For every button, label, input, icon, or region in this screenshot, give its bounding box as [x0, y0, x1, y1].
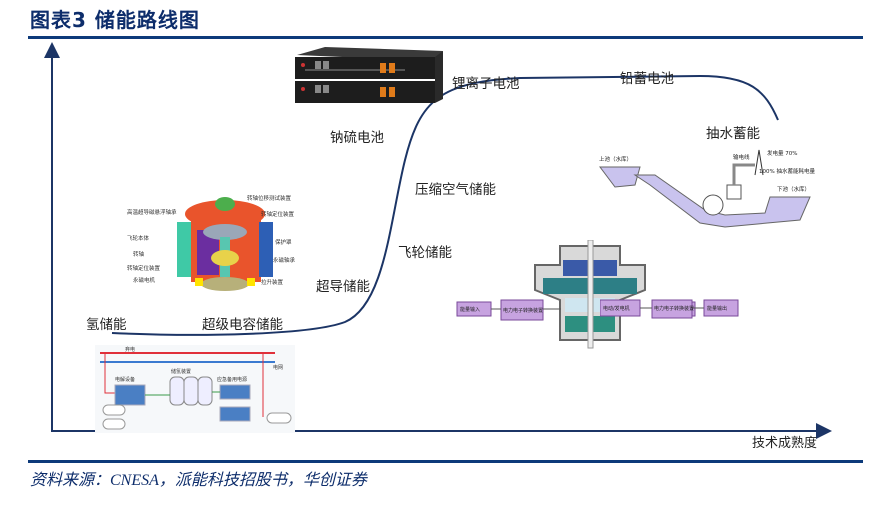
- svg-text:转轴定位装置: 转轴定位装置: [261, 210, 295, 218]
- svg-text:转轴: 转轴: [133, 250, 145, 258]
- svg-text:输电线: 输电线: [733, 153, 750, 161]
- svg-text:电网: 电网: [273, 364, 283, 371]
- svg-text:保护罩: 保护罩: [275, 238, 292, 246]
- svg-text:上池（水库）: 上池（水库）: [599, 155, 632, 163]
- source-note: 资料来源：CNESA，派能科技招股书，华创证券: [30, 472, 367, 489]
- label-superconducting: 超导储能: [316, 279, 370, 295]
- label-sodium-sulfur: 钠硫电池: [330, 130, 384, 146]
- label-flywheel: 飞轮储能: [398, 245, 452, 261]
- svg-text:电力电子转换装置: 电力电子转换装置: [503, 307, 543, 314]
- svg-text:高温超导磁悬浮轴承: 高温超导磁悬浮轴承: [127, 208, 177, 216]
- battery-pack-image: [295, 47, 443, 103]
- svg-text:永磁轴承: 永磁轴承: [273, 256, 296, 264]
- figure-title: 图表3 储能路线图: [30, 8, 200, 32]
- label-lead-acid: 铅蓄电池: [620, 71, 674, 87]
- maturity-curve: [111, 74, 779, 336]
- svg-text:电动/发电机: 电动/发电机: [603, 305, 630, 312]
- label-supercapacitor: 超级电容储能: [202, 317, 283, 333]
- title-divider: [28, 36, 863, 39]
- svg-text:电解设备: 电解设备: [115, 376, 135, 383]
- flywheel-system-image: 能量输入 电力电子转换装置: [456, 240, 696, 349]
- label-hydrogen: 氢储能: [86, 317, 127, 333]
- label-lithium-ion: 锂离子电池: [452, 76, 520, 92]
- hydrogen-storage-image: 弃电 电网 电解设备 储氢装置 应急备用电源: [95, 345, 295, 433]
- svg-text:能量输入: 能量输入: [460, 306, 480, 313]
- svg-text:转轴定位装置: 转轴定位装置: [127, 264, 161, 272]
- svg-text:永磁电机: 永磁电机: [133, 276, 156, 284]
- source-divider: [28, 460, 863, 463]
- flywheel-cutaway-image: 转轴位移测试装置 高温超导磁悬浮轴承 转轴定位装置 飞轮本体 保护罩 转轴 永磁…: [127, 194, 296, 291]
- svg-text:应急备用电源: 应急备用电源: [217, 376, 247, 383]
- svg-text:转轴位移测试装置: 转轴位移测试装置: [247, 194, 292, 202]
- svg-text:电力电子转换装置: 电力电子转换装置: [654, 305, 694, 312]
- label-pumped-hydro: 抽水蓄能: [706, 126, 760, 142]
- pumped-hydro-image: 上池（水库） 下池（水库） 输电线 发电量 70% 100% 抽水蓄能耗电量: [599, 149, 815, 228]
- x-axis-label: 技术成熟度: [752, 436, 818, 451]
- svg-text:拉升装置: 拉升装置: [261, 278, 284, 286]
- label-compressed-air: 压缩空气储能: [415, 182, 496, 198]
- svg-text:能量输出: 能量输出: [707, 305, 727, 312]
- svg-text:发电量 70%: 发电量 70%: [767, 149, 797, 157]
- svg-text:飞轮本体: 飞轮本体: [127, 234, 150, 242]
- svg-text:下池（水库）: 下池（水库）: [777, 185, 810, 193]
- svg-text:弃电: 弃电: [125, 346, 135, 353]
- flywheel-output-chain: 电动/发电机 电力电子转换装置 能量输出: [600, 299, 739, 319]
- svg-text:100% 抽水蓄能耗电量: 100% 抽水蓄能耗电量: [759, 167, 815, 175]
- svg-text:储氢装置: 储氢装置: [171, 368, 191, 375]
